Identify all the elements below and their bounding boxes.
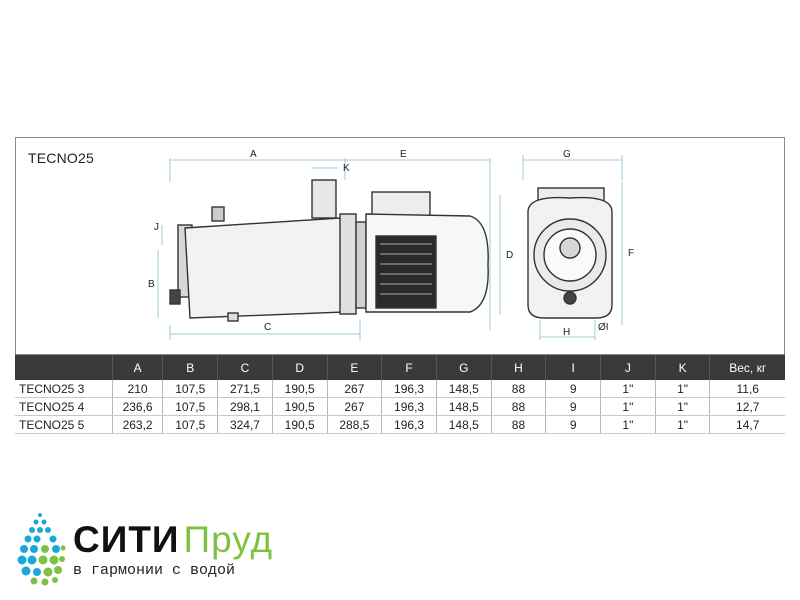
table-cell: 12,7 [709, 397, 785, 416]
table-cell: 107,5 [162, 380, 219, 398]
table-cell: 88 [491, 397, 547, 416]
table-cell: 148,5 [436, 415, 492, 434]
dimension-lines [157, 155, 623, 340]
table-cell: 1" [655, 397, 711, 416]
table-cell: 263,2 [112, 415, 164, 434]
table-cell: 14,7 [709, 415, 785, 434]
table-cell: 196,3 [381, 380, 437, 398]
header-cell: K [655, 355, 711, 380]
table-cell: 88 [491, 415, 547, 434]
table-cell: 271,5 [217, 380, 273, 398]
dim-label-g: G [563, 149, 571, 160]
table-cell: 288,5 [327, 415, 383, 434]
model-cell: TECNO25 5 [15, 415, 113, 434]
table-cell: 1" [655, 380, 711, 398]
header-cell: A [112, 355, 164, 380]
table-cell: 148,5 [436, 397, 492, 416]
dim-label-f: F [628, 248, 634, 259]
brand-name-part1: СИТИ [73, 519, 180, 560]
model-title: TECNO25 [28, 150, 94, 166]
table-cell: 267 [327, 380, 383, 398]
table-cell: 190,5 [272, 397, 328, 416]
pump-side-view [169, 179, 489, 322]
header-cell: B [162, 355, 219, 380]
model-cell: TECNO25 3 [15, 380, 113, 398]
table-row: TECNO25 4 236,6 107,5 298,1 190,5 267 19… [15, 397, 785, 416]
header-cell: F [381, 355, 437, 380]
table-cell: 9 [545, 380, 602, 398]
table-cell: 298,1 [217, 397, 273, 416]
table-cell: 88 [491, 380, 547, 398]
dim-label-j: J [154, 222, 159, 233]
dim-label-i: ØI [598, 322, 609, 333]
table-cell: 196,3 [381, 415, 437, 434]
dimension-labels: A E K D C B J G F H ØI [148, 149, 634, 338]
dim-label-b: B [148, 279, 155, 290]
pump-front-view [527, 187, 613, 319]
dim-label-e: E [400, 149, 407, 160]
table-cell: 1" [600, 380, 656, 398]
table-cell: 11,6 [709, 380, 785, 398]
header-cell: C [217, 355, 273, 380]
table-cell: 1" [655, 415, 711, 434]
table-cell: 190,5 [272, 380, 328, 398]
table-row: TECNO25 3 210 107,5 271,5 190,5 267 196,… [15, 380, 785, 398]
header-cell: I [545, 355, 602, 380]
water-drop-logo [17, 513, 66, 586]
header-cell: J [600, 355, 656, 380]
table-cell: 9 [545, 415, 602, 434]
brand-slogan: в гармонии с водой [73, 562, 236, 579]
table-cell: 190,5 [272, 415, 328, 434]
table-cell: 236,6 [112, 397, 164, 416]
dim-label-a: A [250, 149, 257, 160]
table-header-row: A B C D E F G H I J K Вес, кг [15, 355, 785, 380]
table-cell: 9 [545, 397, 602, 416]
dim-label-d: D [506, 250, 513, 261]
header-cell: G [436, 355, 492, 380]
header-cell: H [491, 355, 547, 380]
table-cell: 267 [327, 397, 383, 416]
brand-name-part2: Пруд [183, 519, 274, 560]
dim-label-k: K [343, 163, 350, 174]
model-cell: TECNO25 4 [15, 397, 113, 416]
header-cell: E [327, 355, 383, 380]
table-cell: 1" [600, 397, 656, 416]
header-cell: D [272, 355, 328, 380]
table-cell: 1" [600, 415, 656, 434]
header-cell [15, 355, 113, 380]
table-cell: 107,5 [162, 415, 219, 434]
table-cell: 196,3 [381, 397, 437, 416]
table-cell: 324,7 [217, 415, 273, 434]
dim-label-c: C [264, 322, 271, 333]
table-cell: 107,5 [162, 397, 219, 416]
dimensions-table: A B C D E F G H I J K Вес, кг TECNO25 3 … [15, 355, 785, 434]
table-cell: 210 [112, 380, 164, 398]
header-cell: Вес, кг [709, 355, 785, 380]
dim-label-h: H [563, 327, 570, 338]
table-row: TECNO25 5 263,2 107,5 324,7 190,5 288,5 … [15, 415, 785, 434]
table-cell: 148,5 [436, 380, 492, 398]
